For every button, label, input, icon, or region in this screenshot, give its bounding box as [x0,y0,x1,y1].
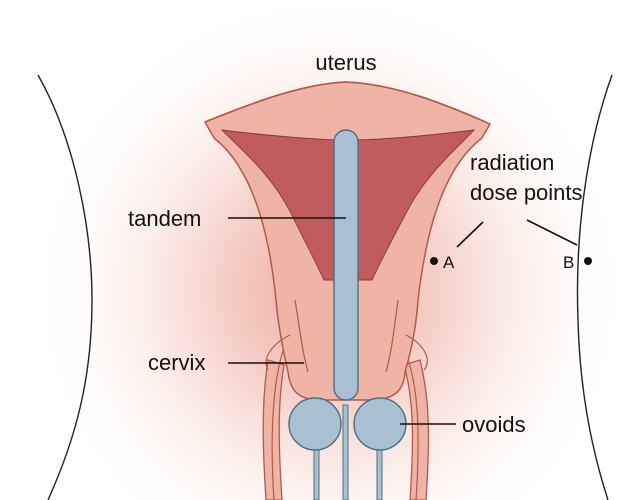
cervix-label: cervix [148,350,205,375]
tandem-stem [343,405,348,500]
dose-point-b-label: B [563,253,574,272]
dose-point-a [430,257,438,265]
tandem-applicator [334,130,358,400]
dose-point-a-label: A [443,253,455,272]
radiation-label-line2: dose points [470,180,583,205]
ovoids-label: ovoids [462,412,526,437]
ovoid-left [289,398,341,450]
uterus-label: uterus [315,50,376,75]
ovoid-right [354,398,406,450]
radiation-label-line1: radiation [470,150,554,175]
tandem-label: tandem [128,206,201,231]
dose-point-b [584,257,592,265]
